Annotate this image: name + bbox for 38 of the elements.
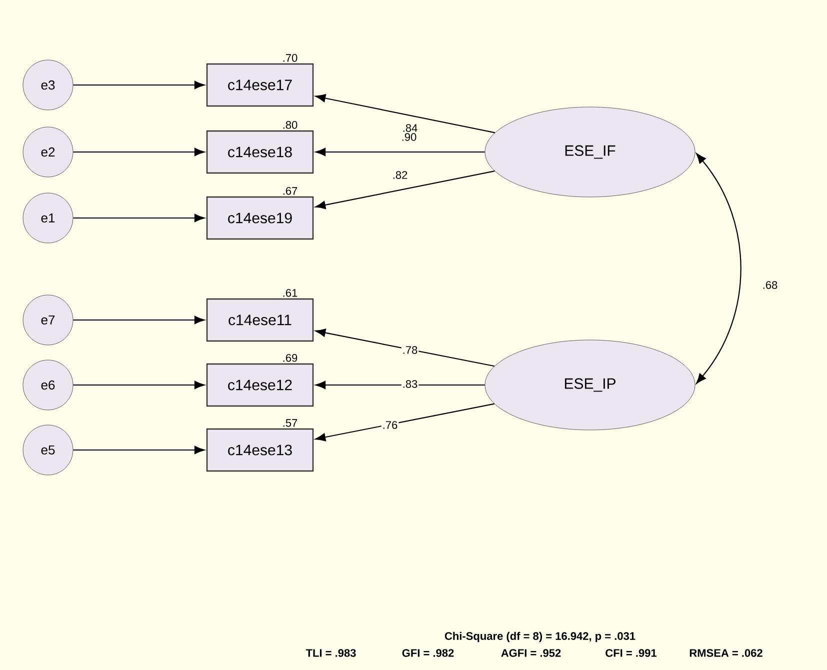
- indicator-box: c14ese18: [206, 130, 314, 174]
- arrow: [73, 446, 205, 454]
- arrow: [315, 170, 495, 210]
- indicator-box: c14ese17: [206, 63, 314, 107]
- arrow: [73, 148, 205, 156]
- arrow: [315, 380, 485, 390]
- edge-label: .83: [403, 380, 418, 388]
- fit-statistics: GFI = .982: [402, 649, 454, 657]
- indicator-box: c14ese11: [206, 298, 314, 342]
- value-label: .80: [283, 121, 298, 129]
- fit-statistics: AGFI = .952: [501, 649, 561, 657]
- indicator-box: c14ese13: [206, 428, 314, 472]
- fit-statistics: Chi-Square (df = 8) = 16.942, p = .031: [444, 632, 636, 642]
- arrow: [315, 94, 496, 134]
- arrow: [696, 153, 742, 384]
- edge-label: .84: [403, 124, 418, 132]
- edge-label: .90: [402, 133, 416, 141]
- arrow: [73, 316, 205, 324]
- arrow: [73, 80, 205, 90]
- value-label: .70: [283, 54, 298, 62]
- indicator-box: c14ese12: [206, 363, 314, 407]
- arrow: [73, 380, 205, 390]
- value-label: .57: [283, 419, 298, 427]
- arrow: [73, 214, 205, 222]
- indicator-box: c14ese19: [206, 196, 314, 240]
- arrow: [315, 403, 494, 442]
- value-label: .69: [283, 354, 298, 362]
- value-label: .67: [283, 187, 298, 195]
- edge-label: .82: [393, 171, 408, 179]
- fit-statistics: TLI = .983: [306, 649, 356, 657]
- arrow: [315, 328, 494, 367]
- value-label: .61: [283, 289, 298, 297]
- fit-statistics: CFI = .991: [606, 649, 657, 657]
- edge-label: .78: [403, 346, 418, 354]
- edge-label: .68: [763, 281, 778, 289]
- fit-statistics: RMSEA = .062: [690, 649, 762, 657]
- edge-label: .76: [383, 421, 398, 429]
- arrow: [315, 148, 485, 156]
